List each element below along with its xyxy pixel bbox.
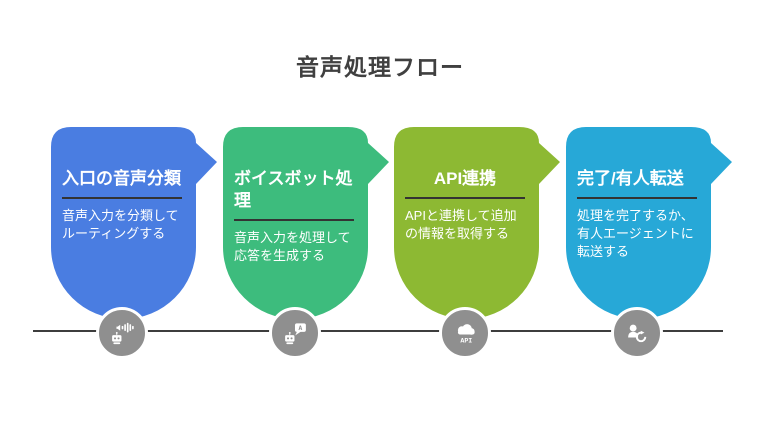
flow-step-card-4: 完了/有人転送 処理を完了するか、 有人エージェントに 転送する: [566, 127, 732, 319]
title-divider: [405, 197, 525, 200]
step-node-3: API: [439, 307, 491, 359]
step-node-2: A: [269, 307, 321, 359]
api-cloud-icon: API: [457, 323, 475, 344]
title-divider: [577, 197, 697, 200]
step-description: 処理を完了するか、 有人エージェントに 転送する: [577, 208, 694, 260]
step-description: 音声入力を処理して 応答を生成する: [234, 230, 351, 264]
title-divider: [234, 219, 354, 222]
flow-step-card-2: ボイスボット処 理 音声入力を処理して 応答を生成する: [223, 127, 389, 319]
step-description: APIと連携して追加 の情報を取得する: [405, 208, 517, 242]
timeline: [33, 330, 723, 332]
api-label: API: [460, 336, 472, 344]
speech-bubble-shape: [394, 127, 560, 319]
flow-step-card-3: API連携 APIと連携して追加 の情報を取得する: [394, 127, 560, 319]
voicebot-chat-icon: A: [284, 322, 306, 344]
step-node-4: [611, 307, 663, 359]
card-content: 完了/有人転送 処理を完了するか、 有人エージェントに 転送する: [566, 127, 732, 262]
flow-step-card-1: 入口の音声分類 音声入力を分類して ルーティングする: [51, 127, 217, 319]
bubble-letter: A: [298, 325, 302, 332]
card-content: ボイスボット処 理 音声入力を処理して 応答を生成する: [223, 127, 389, 266]
step-description: 音声入力を分類して ルーティングする: [62, 208, 179, 242]
step-title: API連携: [433, 169, 497, 188]
step-title: 完了/有人転送: [577, 169, 684, 188]
speech-bubble-shape: [51, 127, 217, 319]
step-node-1: [96, 307, 148, 359]
voice-classification-icon: [111, 322, 134, 344]
speech-bubble-shape: [223, 127, 389, 319]
page-title: 音声処理フロー: [296, 54, 464, 80]
speech-bubble-shape: [566, 127, 732, 319]
step-title: ボイスボット処 理: [234, 169, 353, 211]
card-content: 入口の音声分類 音声入力を分類して ルーティングする: [51, 127, 217, 243]
human-transfer-icon: [627, 324, 646, 342]
step-title: 入口の音声分類: [62, 169, 181, 188]
card-content: API連携 APIと連携して追加 の情報を取得する: [394, 127, 560, 243]
title-divider: [62, 197, 182, 200]
